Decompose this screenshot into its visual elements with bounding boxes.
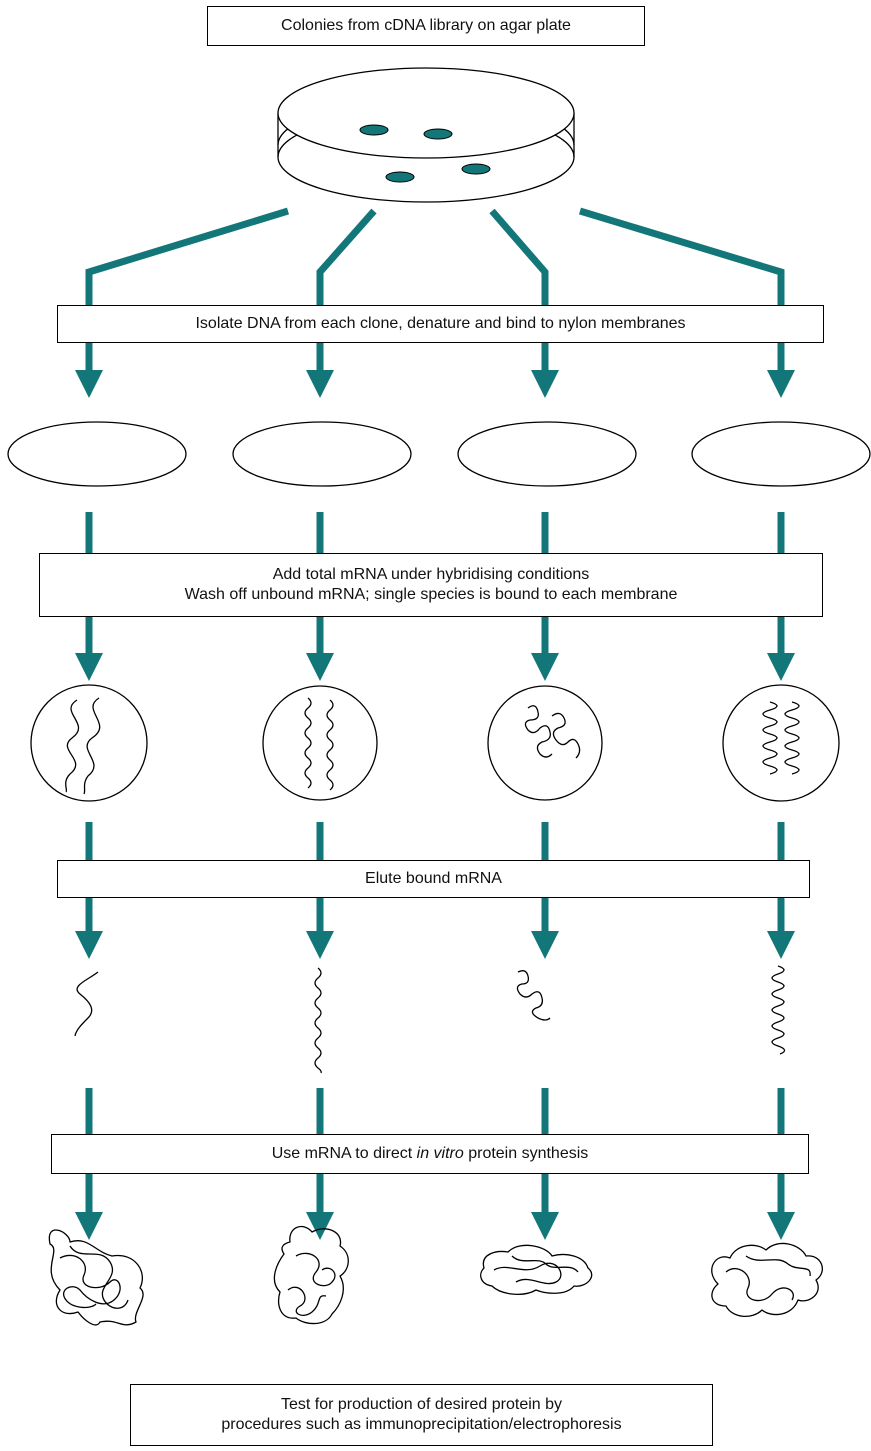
nylon-membranes [7,421,871,487]
eluted-mrna-strand [314,967,322,1074]
mrna-strand [65,699,80,793]
synthesis-text-start: Use mRNA to direct [271,1145,417,1162]
branch-line-3 [489,208,549,305]
protein-fold [69,1245,129,1309]
protein-blob [480,1244,593,1296]
flow-arrows [75,343,795,1240]
synthesis-text-italic: in vitro [416,1145,464,1162]
colony [359,124,389,136]
protein-blob [711,1242,823,1317]
mrna-strand [762,701,778,775]
colony [423,128,453,140]
branch-lines [85,207,785,305]
mrna-strand [551,712,581,759]
mrna-strand [83,697,101,795]
membrane-with-mrna [30,684,148,802]
membrane-with-mrna [722,684,840,802]
step-hybridise-box: Add total mRNA under hybridising conditi… [39,553,823,617]
branch-line-4 [578,207,785,305]
agar-plate [277,67,575,203]
membrane [232,421,412,487]
step-synthesis-label: Use mRNA to direct in vitro protein synt… [272,1144,589,1164]
branch-line-1 [85,207,290,305]
eluted-mrna [74,965,786,1074]
protein-fold [287,1286,327,1316]
synthesis-text-end: protein synthesis [463,1145,589,1162]
bound-mrna-membranes [30,684,840,802]
mrna-strand [524,705,553,758]
mrna-strand [326,699,334,791]
protein-products [48,1225,823,1326]
protein-fold [59,1254,121,1309]
step-synthesis-box: Use mRNA to direct in vitro protein synt… [51,1134,809,1174]
step-test-box: Test for production of desired protein b… [130,1384,713,1446]
step-hybridise-line2: Wash off unbound mRNA; single species is… [184,586,678,603]
step-colonies-label: Colonies from cDNA library on agar plate [281,17,571,34]
colony [461,163,491,175]
step-isolate-label: Isolate DNA from each clone, denature an… [195,315,686,332]
branch-line-2 [316,208,377,305]
mrna-strand [784,701,800,775]
step-test-line1: Test for production of desired protein b… [280,1396,563,1413]
step-elute-label: Elute bound mRNA [365,870,502,887]
protein-blob [273,1225,349,1325]
step-hybridise-line1: Add total mRNA under hybridising conditi… [272,566,590,583]
step-test-line2: procedures such as immunoprecipitation/e… [221,1416,622,1433]
protein-fold [745,1255,811,1277]
membrane-with-mrna [487,685,603,801]
step-colonies-box: Colonies from cDNA library on agar plate [207,6,645,46]
membrane [7,421,187,487]
membrane [457,421,637,487]
eluted-mrna-strand [516,970,551,1021]
step-isolate-box: Isolate DNA from each clone, denature an… [57,305,824,343]
membrane-with-mrna [262,685,378,801]
protein-fold [295,1252,336,1287]
colonies [359,124,491,183]
membrane [691,421,871,487]
colony [385,171,415,183]
step-elute-box: Elute bound mRNA [57,860,810,898]
eluted-mrna-strand [771,965,786,1055]
plate-lid [277,67,575,159]
connector-stubs [85,512,785,1134]
protein-blob [48,1229,144,1326]
eluted-mrna-strand [74,971,99,1037]
mrna-strand [304,697,312,789]
protein-fold [511,1255,579,1273]
protein-fold [725,1267,794,1302]
